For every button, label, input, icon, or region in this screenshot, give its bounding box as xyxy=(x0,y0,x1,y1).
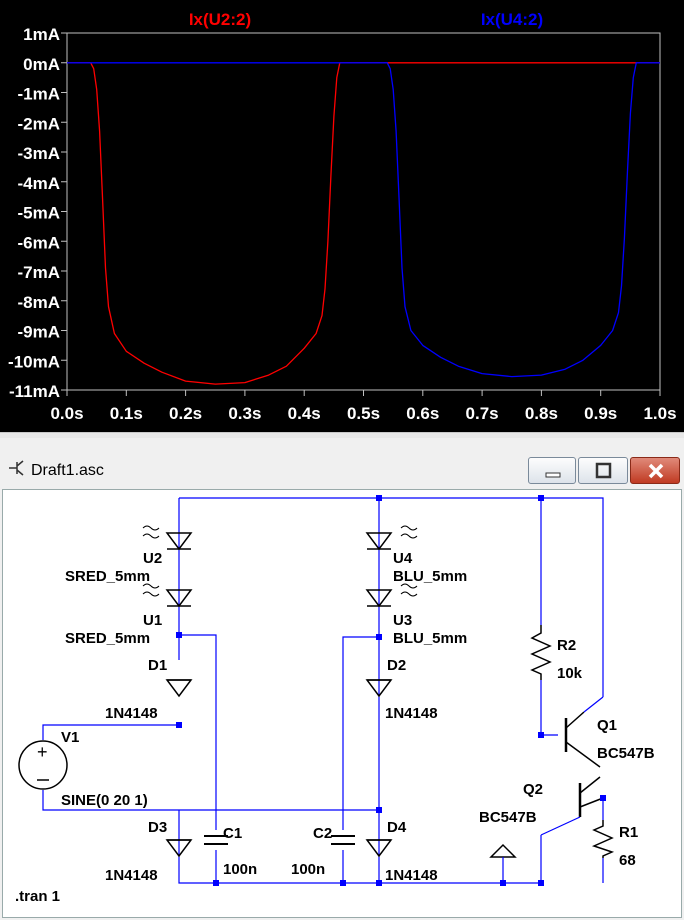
x-tick-label: 0.9s xyxy=(584,404,617,423)
x-tick-label: 1.0s xyxy=(643,404,676,423)
component-labels: U2 SRED_5mm U1 SRED_5mm D1 1N4148 V1 SIN… xyxy=(15,550,655,905)
svg-text:+: + xyxy=(37,742,48,762)
label-v1-value: SINE(0 20 1) xyxy=(61,792,148,809)
y-tick-label: -1mA xyxy=(17,85,60,104)
x-tick-label: 0.4s xyxy=(288,404,321,423)
y-tick-label: -2mA xyxy=(17,114,60,133)
trace-ix-u4-2[interactable] xyxy=(67,62,660,378)
label-v1: V1 xyxy=(61,729,79,746)
label-d1: D1 xyxy=(148,657,167,674)
maximize-icon xyxy=(595,462,612,479)
label-q1-model: BC547B xyxy=(597,745,655,762)
x-tick-label: 0.8s xyxy=(525,404,558,423)
label-u2: U2 xyxy=(143,550,162,567)
y-tick-label: -5mA xyxy=(17,204,60,223)
label-d3: D3 xyxy=(148,819,167,836)
x-tick-label: 0.7s xyxy=(466,404,499,423)
label-d2: D2 xyxy=(387,657,406,674)
label-u4-model: BLU_5mm xyxy=(393,568,467,585)
components: + xyxy=(18,525,615,883)
y-tick-label: -6mA xyxy=(17,233,60,252)
label-u4: U4 xyxy=(393,550,413,567)
label-u1: U1 xyxy=(143,612,162,629)
legend-series-2[interactable]: Ix(U4:2) xyxy=(481,10,543,29)
label-u3: U3 xyxy=(393,612,412,629)
label-r1-value: 68 xyxy=(619,852,636,869)
y-tick-label: 0mA xyxy=(23,55,60,74)
x-tick-label: 0.2s xyxy=(169,404,202,423)
label-u3-model: BLU_5mm xyxy=(393,630,467,647)
y-tick-label: -10mA xyxy=(8,352,60,371)
x-tick-label: 0.6s xyxy=(406,404,439,423)
minimize-icon xyxy=(545,472,561,478)
minimize-button[interactable] xyxy=(528,457,576,484)
label-d3-model: 1N4148 xyxy=(105,867,158,884)
y-tick-label: -11mA xyxy=(9,382,60,401)
y-tick-label: -7mA xyxy=(17,263,60,282)
spice-directive[interactable]: .tran 1 xyxy=(15,888,60,905)
label-c1-value: 100n xyxy=(223,861,257,878)
schematic-canvas[interactable]: + xyxy=(2,489,682,918)
trace-ix-u2-2[interactable] xyxy=(67,62,660,385)
close-icon xyxy=(648,463,664,479)
maximize-button[interactable] xyxy=(578,457,628,484)
label-u2-model: SRED_5mm xyxy=(65,568,150,585)
plot-area-frame xyxy=(66,32,661,391)
label-q2-model: BC547B xyxy=(479,809,537,826)
pane-splitter[interactable] xyxy=(0,432,684,439)
x-tick-label: 0.1s xyxy=(110,404,143,423)
label-c2: C2 xyxy=(313,825,332,842)
x-tick-label: 0.0s xyxy=(50,404,83,423)
y-tick-label: -3mA xyxy=(17,144,60,163)
y-tick-label: -4mA xyxy=(17,174,60,193)
waveform-plot-pane[interactable]: 1mA 0mA -1mA -2mA -3mA -4mA -5mA -6mA -7mA -8mA -9… xyxy=(0,0,684,432)
label-d4-model: 1N4148 xyxy=(385,867,438,884)
label-r1: R1 xyxy=(619,824,638,841)
label-r2-value: 10k xyxy=(557,665,583,682)
label-d1-model: 1N4148 xyxy=(105,705,158,722)
y-tick-label: -9mA xyxy=(17,323,60,342)
junctions xyxy=(176,495,606,886)
label-q1: Q1 xyxy=(597,717,617,734)
legend-series-1[interactable]: Ix(U2:2) xyxy=(189,10,251,29)
label-d2-model: 1N4148 xyxy=(385,705,438,722)
schematic-icon xyxy=(9,460,24,476)
label-r2: R2 xyxy=(557,637,576,654)
label-q2: Q2 xyxy=(523,781,543,798)
label-d4: D4 xyxy=(387,819,407,836)
x-tick-label: 0.5s xyxy=(347,404,380,423)
y-tick-label: -8mA xyxy=(17,293,60,312)
window-title: Draft1.asc xyxy=(31,462,104,479)
close-button[interactable] xyxy=(630,457,680,484)
y-tick-label: 1mA xyxy=(23,25,60,44)
label-c2-value: 100n xyxy=(291,861,325,878)
label-c1: C1 xyxy=(223,825,242,842)
waveform-chart[interactable]: 1mA 0mA -1mA -2mA -3mA -4mA -5mA -6mA -7mA -8mA -9… xyxy=(0,0,684,432)
x-tick-label: 0.3s xyxy=(228,404,261,423)
label-u1-model: SRED_5mm xyxy=(65,630,150,647)
window-titlebar[interactable]: Draft1.asc xyxy=(0,438,684,488)
schematic-window: Draft1.asc xyxy=(0,438,684,920)
